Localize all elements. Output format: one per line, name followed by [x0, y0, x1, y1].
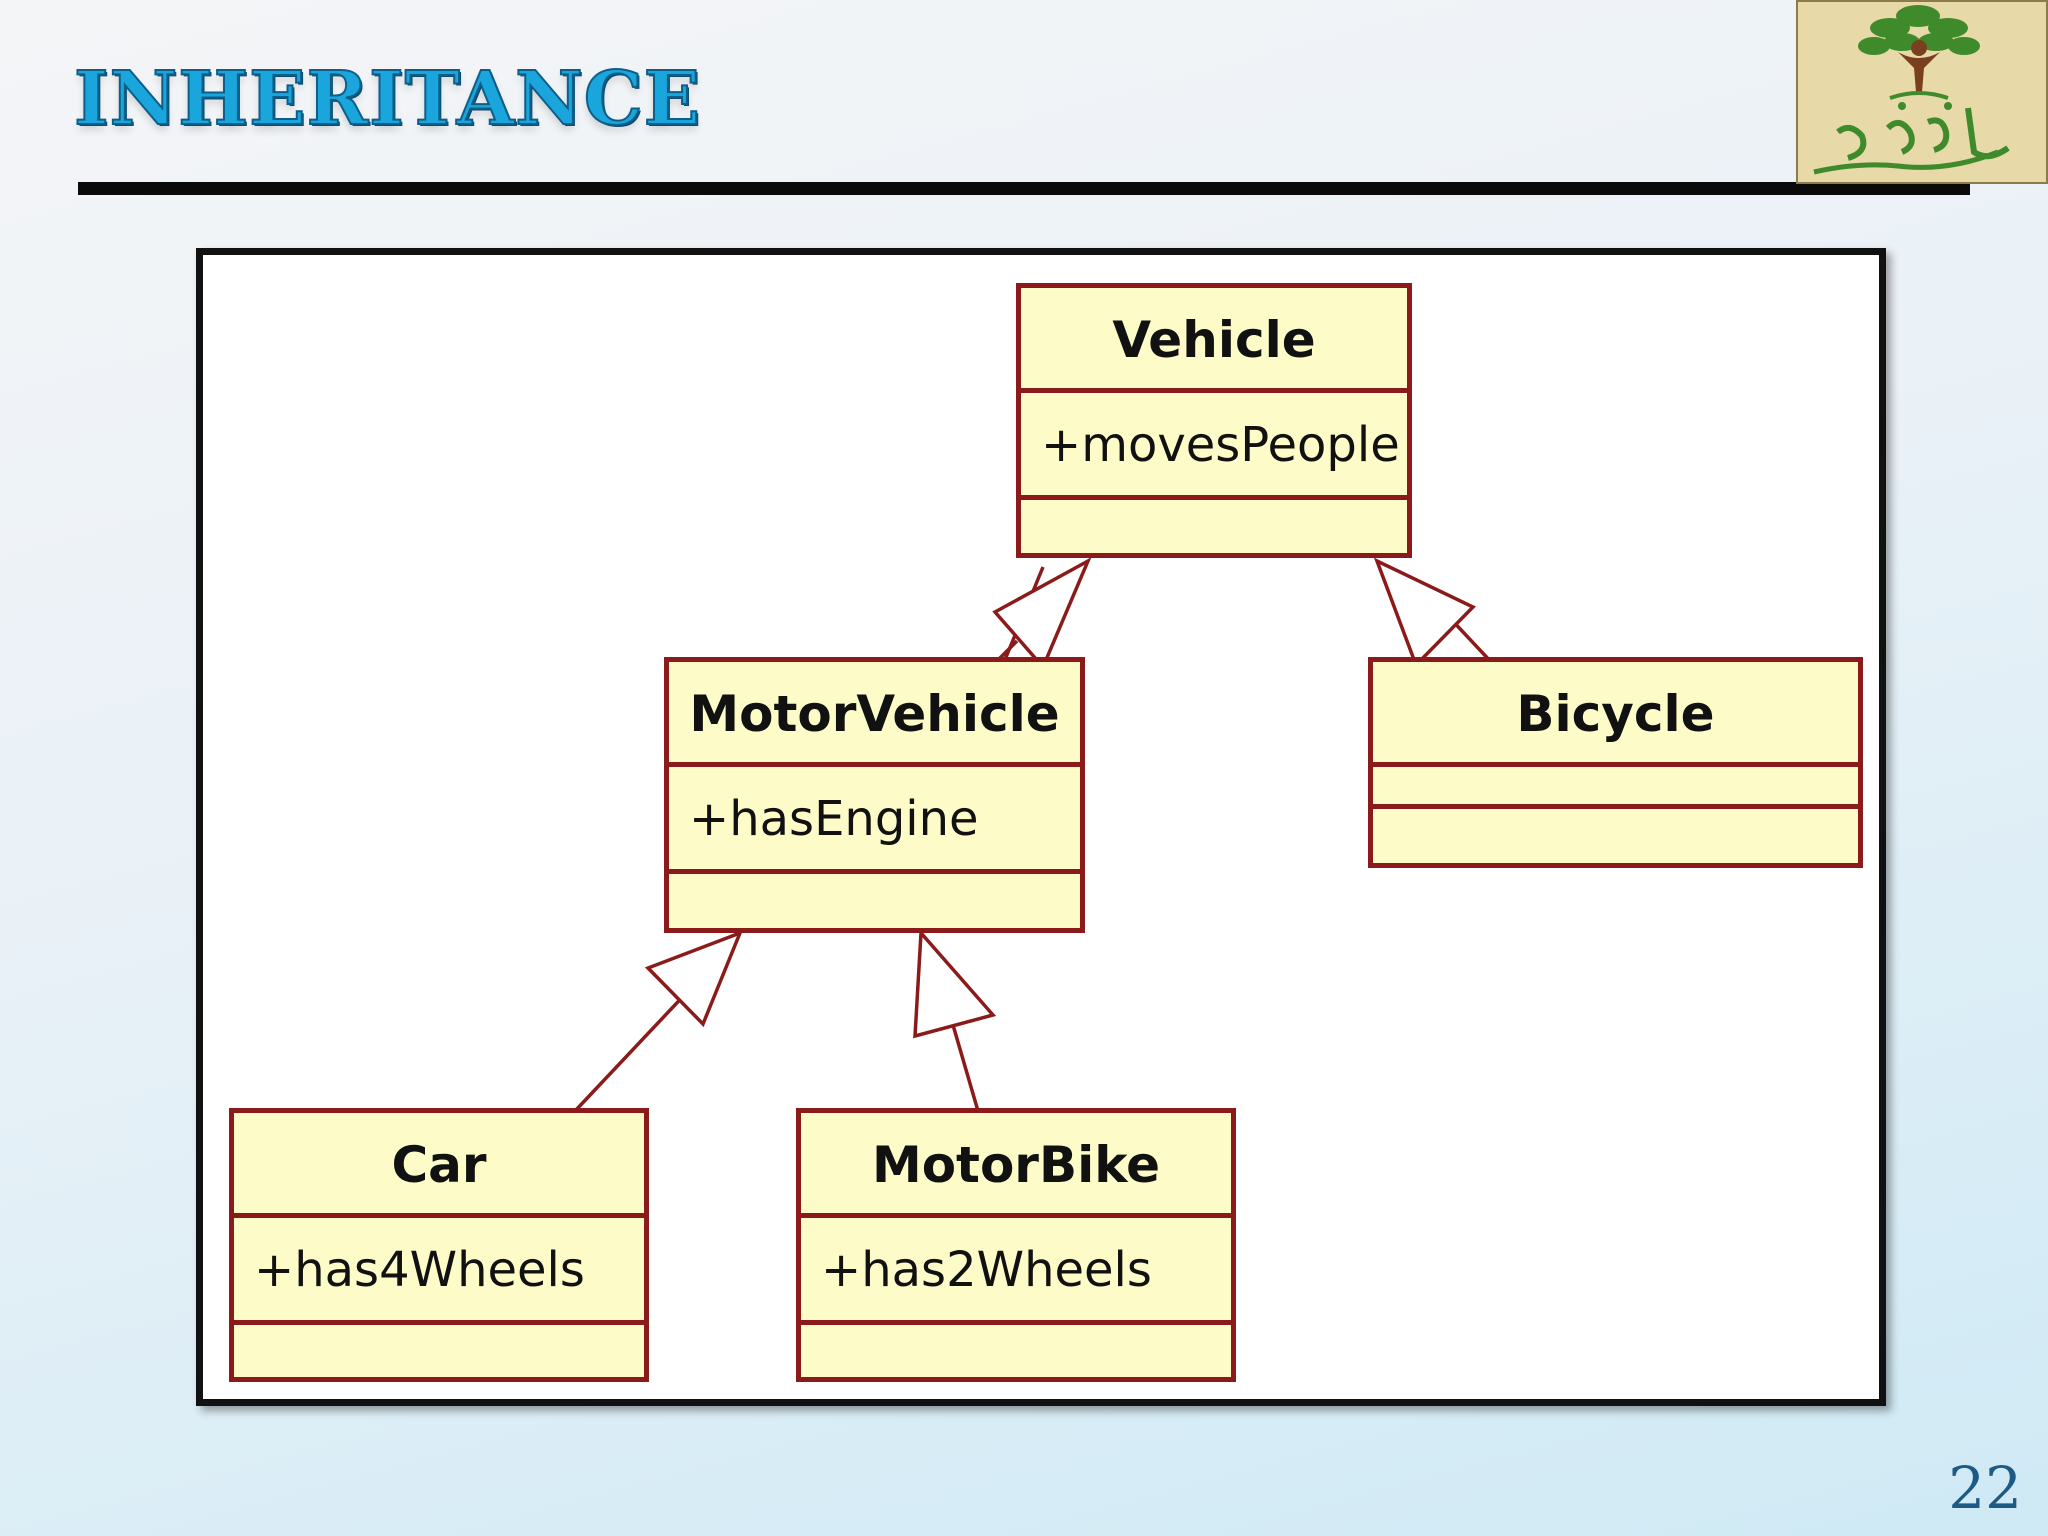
class-name: Bicycle	[1373, 662, 1858, 767]
class-vehicle[interactable]: Vehicle +movesPeople	[1016, 283, 1412, 558]
generalization-arrowhead	[992, 557, 1092, 671]
class-attribute: +has4Wheels	[234, 1218, 644, 1325]
class-attribute: +has2Wheels	[801, 1218, 1231, 1325]
logo	[1796, 0, 2048, 184]
uml-diagram-frame: Vehicle +movesPeople MotorVehicle +hasEn…	[196, 248, 1886, 1406]
tree-person-logo-icon	[1813, 5, 2010, 175]
class-name: Car	[234, 1113, 644, 1218]
class-attribute: +movesPeople	[1021, 393, 1407, 500]
inheritance-arrows	[573, 557, 1495, 1113]
class-motorbike[interactable]: MotorBike +has2Wheels	[796, 1108, 1236, 1382]
arrow-car-to-motorvehicle	[573, 987, 692, 1113]
class-attribute: +hasEngine	[669, 767, 1080, 874]
generalization-arrowhead	[1373, 557, 1476, 669]
generalization-arrowhead	[644, 929, 744, 1028]
class-car[interactable]: Car +has4Wheels	[229, 1108, 649, 1382]
class-bicycle[interactable]: Bicycle	[1368, 657, 1863, 868]
slide-title: INHERITANCE	[73, 55, 702, 143]
class-motorvehicle[interactable]: MotorVehicle +hasEngine	[664, 657, 1085, 933]
arrow-motorbike-to-motorvehicle	[951, 1024, 980, 1112]
generalization-arrowhead	[913, 928, 997, 1039]
class-name: MotorVehicle	[669, 662, 1080, 767]
class-name: MotorBike	[801, 1113, 1231, 1218]
class-name: Vehicle	[1021, 288, 1407, 393]
page-number: 22	[1948, 1454, 2022, 1522]
class-attribute	[1373, 767, 1858, 809]
title-divider	[78, 182, 1970, 195]
